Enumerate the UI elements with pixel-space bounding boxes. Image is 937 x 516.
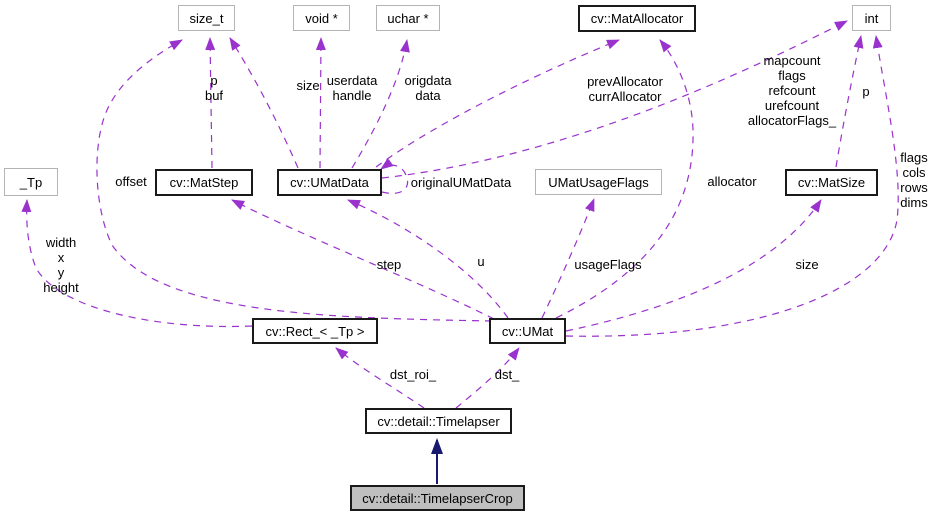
edge-umat-usageflags-umatusageflags [541, 198, 595, 319]
edge-label-dst: dst_ [494, 367, 520, 382]
edge-umat-size-matsize [565, 199, 822, 332]
node-tp: _Tp [4, 168, 58, 196]
node-cv-umat[interactable]: cv::UMat [489, 318, 566, 344]
edge-timelapser-dstroi-rect [335, 347, 425, 409]
node-cv-matallocator[interactable]: cv::MatAllocator [578, 5, 696, 32]
node-umatusageflags: UMatUsageFlags [535, 169, 662, 195]
edge-umat-allocator-matallocator [555, 39, 694, 319]
node-void-ptr: void * [293, 5, 350, 31]
edge-label-userdata-handle: userdata handle [326, 73, 378, 103]
edge-label-step: step [376, 257, 402, 272]
edge-umatdata-mapcount-int [381, 20, 848, 179]
edge-umatdata-size-sizet [229, 37, 299, 169]
edge-label-p-right: p [862, 84, 870, 99]
edge-label-offset: offset [115, 174, 147, 189]
edge-umatdata-self-loop [380, 157, 409, 194]
edge-label-size-right: size [795, 257, 819, 272]
edge-umat-flags-int [565, 35, 899, 337]
node-cv-detail-timelapser[interactable]: cv::detail::Timelapser [365, 408, 512, 434]
edge-umat-offset-sizet [96, 39, 493, 322]
edge-matsize-p-int [835, 35, 864, 168]
edge-label-flags-cols-rows-dims: flags cols rows dims [900, 150, 928, 210]
edge-label-original-umatdata: originalUMatData [410, 175, 512, 190]
edge-label-dst-roi: dst_roi_ [389, 367, 437, 382]
node-uchar-ptr: uchar * [376, 5, 440, 31]
edge-label-prev-curr-allocator: prevAllocator currAllocator [587, 74, 663, 104]
node-size-t: size_t [178, 5, 235, 31]
node-cv-matstep[interactable]: cv::MatStep [155, 169, 253, 196]
edge-timelapser-dst-umat [455, 347, 520, 409]
node-cv-matsize[interactable]: cv::MatSize [785, 169, 878, 196]
edge-label-mapcount-flags: mapcount flags refcount urefcount alloca… [747, 53, 837, 128]
edge-umatdata-origdata-ucharptr [351, 39, 410, 169]
edge-label-width-x-y-height: width x y height [43, 235, 79, 295]
edge-label-usageflags: usageFlags [574, 257, 642, 272]
edge-umatdata-prevalloc-matallocator [375, 39, 620, 168]
edge-umat-step-matstep [231, 199, 495, 320]
edge-umatdata-userdata-voidptr [315, 37, 326, 169]
edge-label-allocator: allocator [707, 174, 757, 189]
edge-label-p-buf: p buf [204, 73, 224, 103]
edge-label-size-top: size [296, 78, 320, 93]
node-cv-detail-timelapsercrop: cv::detail::TimelapserCrop [350, 485, 525, 511]
edge-label-origdata-data: origdata data [404, 73, 452, 103]
edge-matstep-pbuf-sizet [205, 37, 216, 169]
node-int: int [852, 5, 891, 31]
node-cv-rect[interactable]: cv::Rect_< _Tp > [252, 318, 378, 344]
edge-label-u: u [477, 254, 485, 269]
node-cv-umatdata[interactable]: cv::UMatData [277, 169, 382, 196]
edge-rect-width-tp [21, 199, 253, 328]
